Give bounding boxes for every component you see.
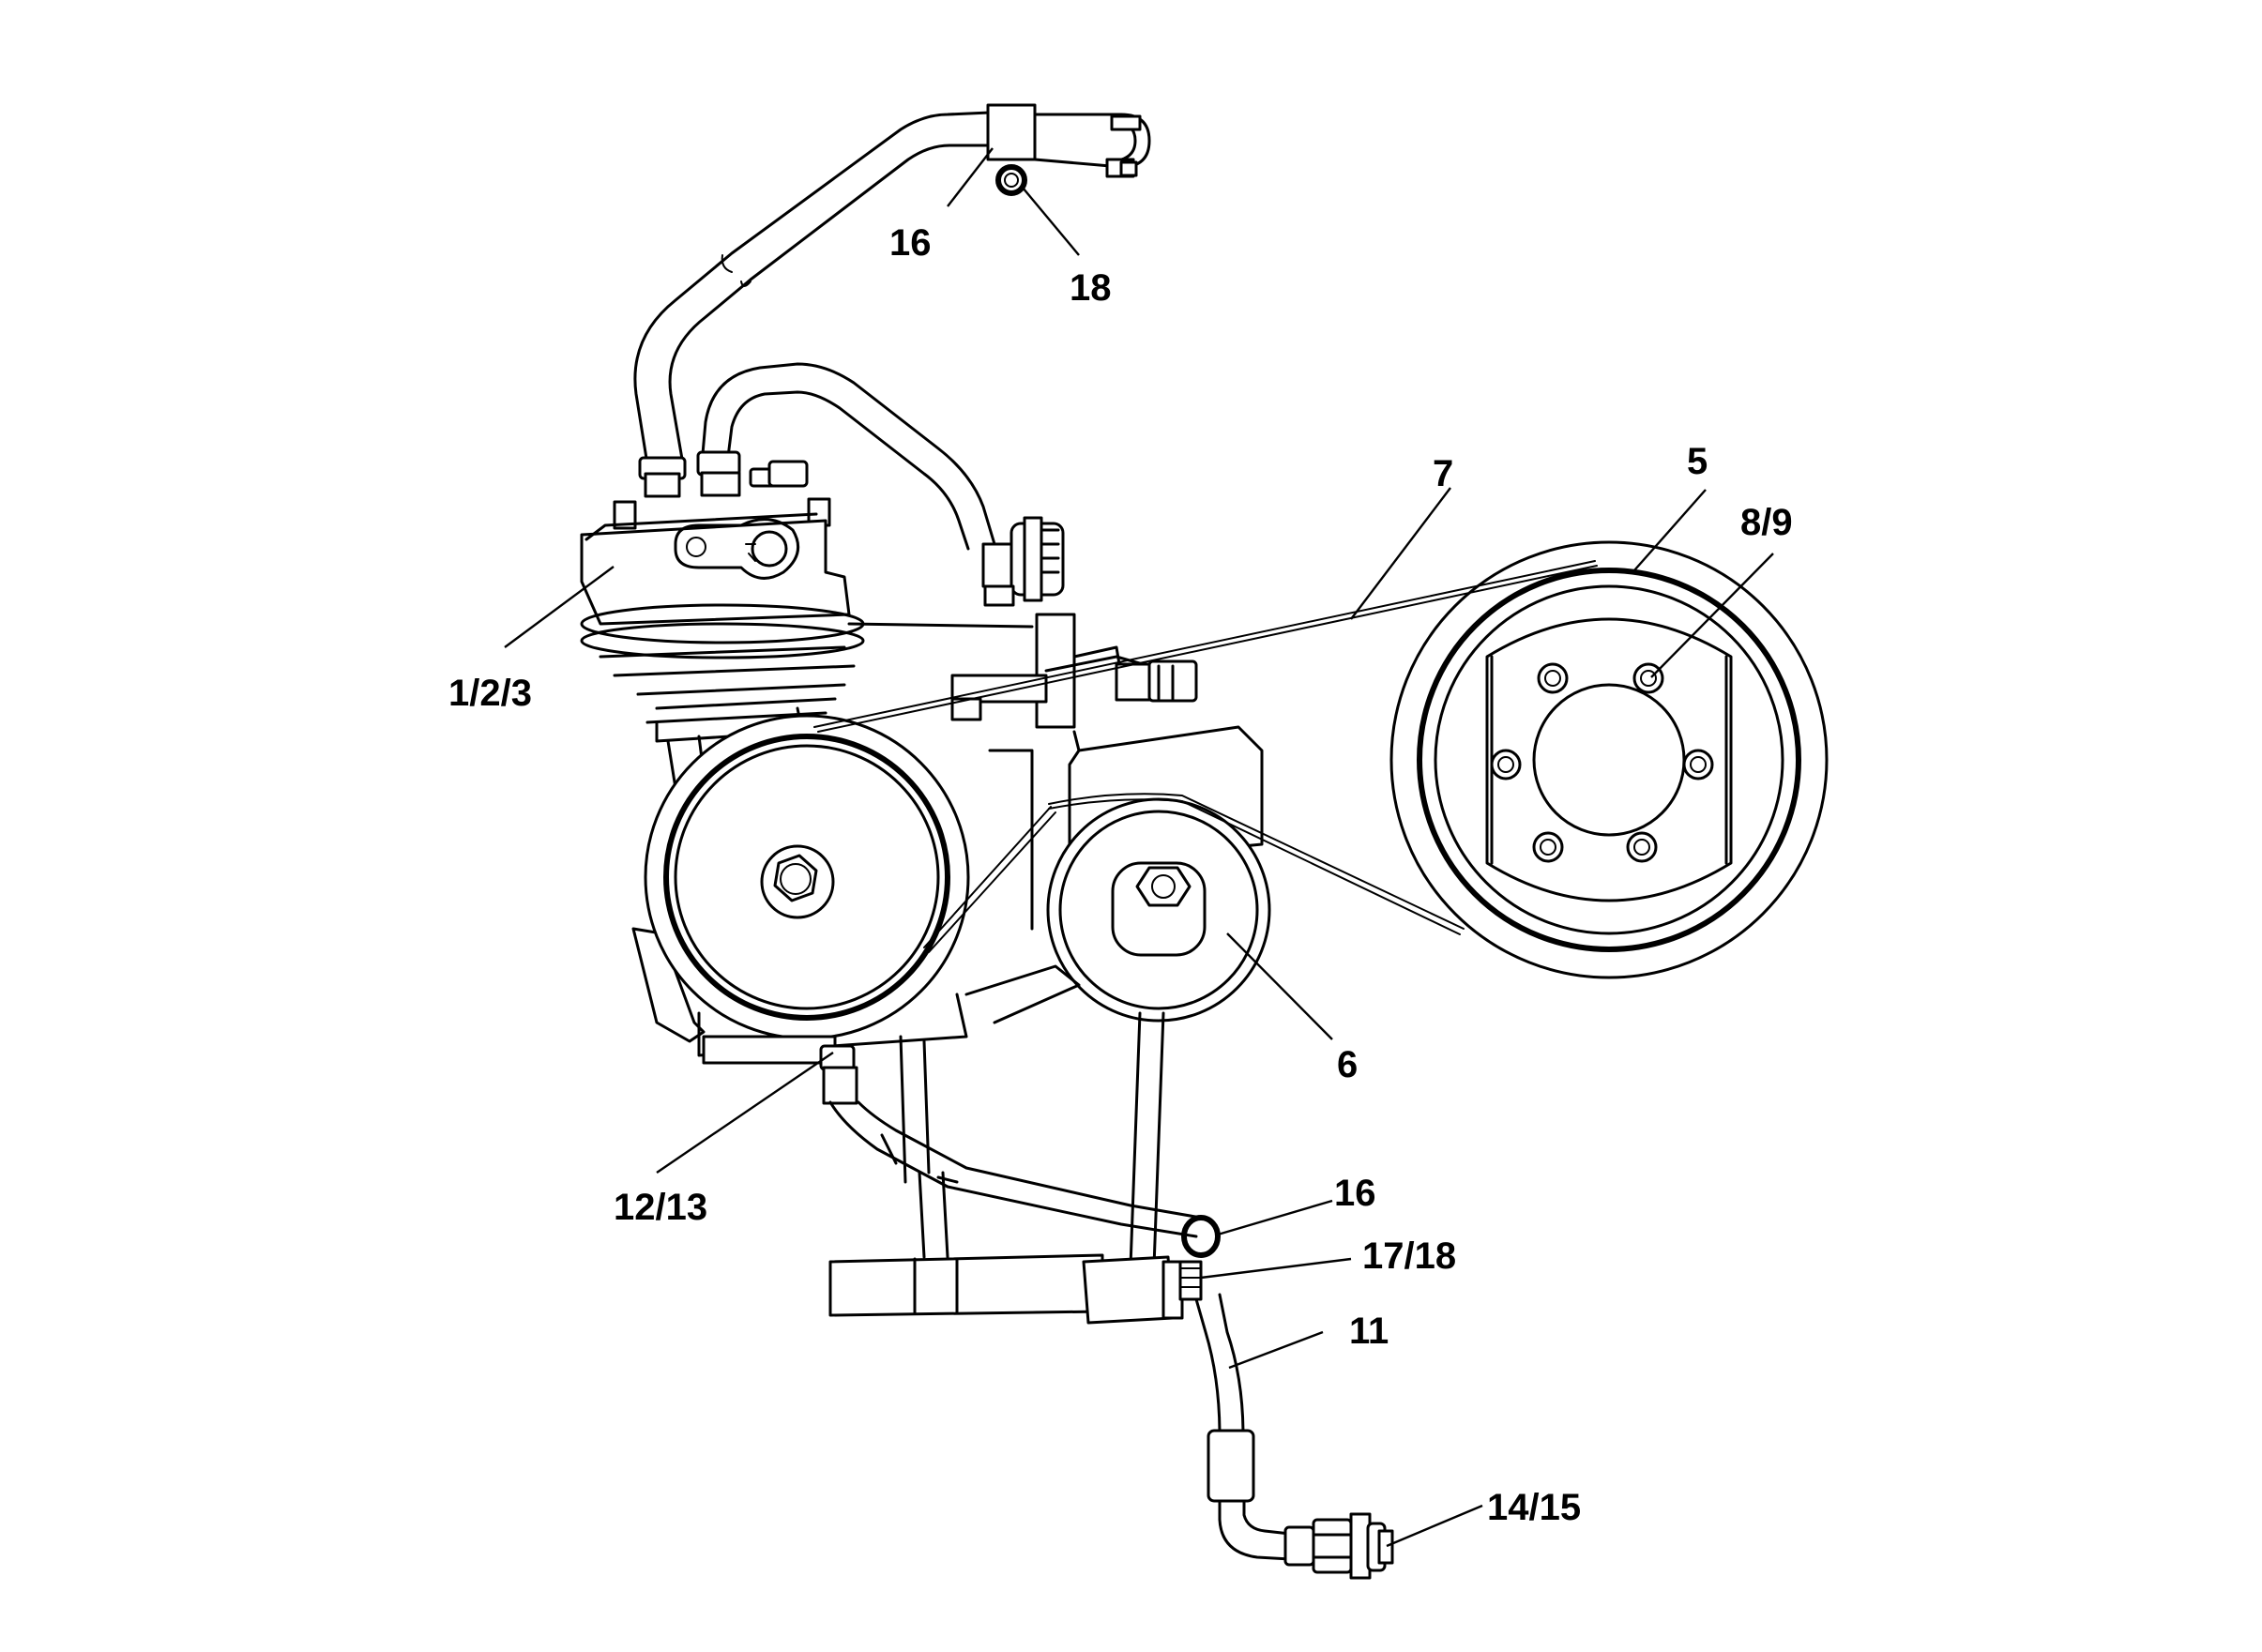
callout-labels: 16 18 7 5 8/9 1/2/3 6 12/13 16 17/18 11 … — [448, 222, 1793, 1528]
callout-17-18: 17/18 — [1362, 1235, 1456, 1277]
callout-1-2-3: 1/2/3 — [448, 673, 532, 714]
banjo-bolt-17-18 — [1178, 1260, 1203, 1301]
tee-fitting-16-top — [986, 103, 1037, 161]
large-drive-pulley-5 — [1389, 540, 1829, 979]
callout-16-bottom: 16 — [1334, 1173, 1376, 1214]
callout-7: 7 — [1433, 453, 1453, 494]
callout-11: 11 — [1349, 1311, 1389, 1352]
drive-belt-7 — [813, 560, 1598, 953]
callout-6: 6 — [1337, 1044, 1358, 1085]
compressor-pulley — [631, 714, 970, 1065]
callout-5: 5 — [1687, 441, 1708, 482]
delivery-hose — [819, 1044, 1394, 1580]
callout-14-15: 14/15 — [1487, 1487, 1581, 1528]
banjo-fitting-16-bottom — [1181, 1215, 1221, 1258]
hose-11-ferrule — [1207, 1429, 1255, 1503]
mounting-bracket — [828, 964, 1184, 1325]
unloader-fitting — [981, 516, 1065, 607]
idler-pulley-6 — [1046, 797, 1271, 1023]
leader-lines — [504, 147, 1774, 1548]
callout-18-top: 18 — [1070, 267, 1112, 309]
mounting-bolts-8-9 — [1490, 662, 1714, 863]
callout-16-top: 16 — [889, 222, 932, 264]
callout-12-13: 12/13 — [614, 1187, 707, 1228]
union-fitting-14-15 — [1283, 1512, 1394, 1580]
banjo-bolt-18-top — [995, 164, 1027, 196]
callout-8-9: 8/9 — [1740, 502, 1793, 543]
compressor-cylinder-head — [580, 450, 865, 799]
upper-discharge-pipe — [633, 103, 1151, 466]
crossover-pipe — [700, 362, 1065, 607]
